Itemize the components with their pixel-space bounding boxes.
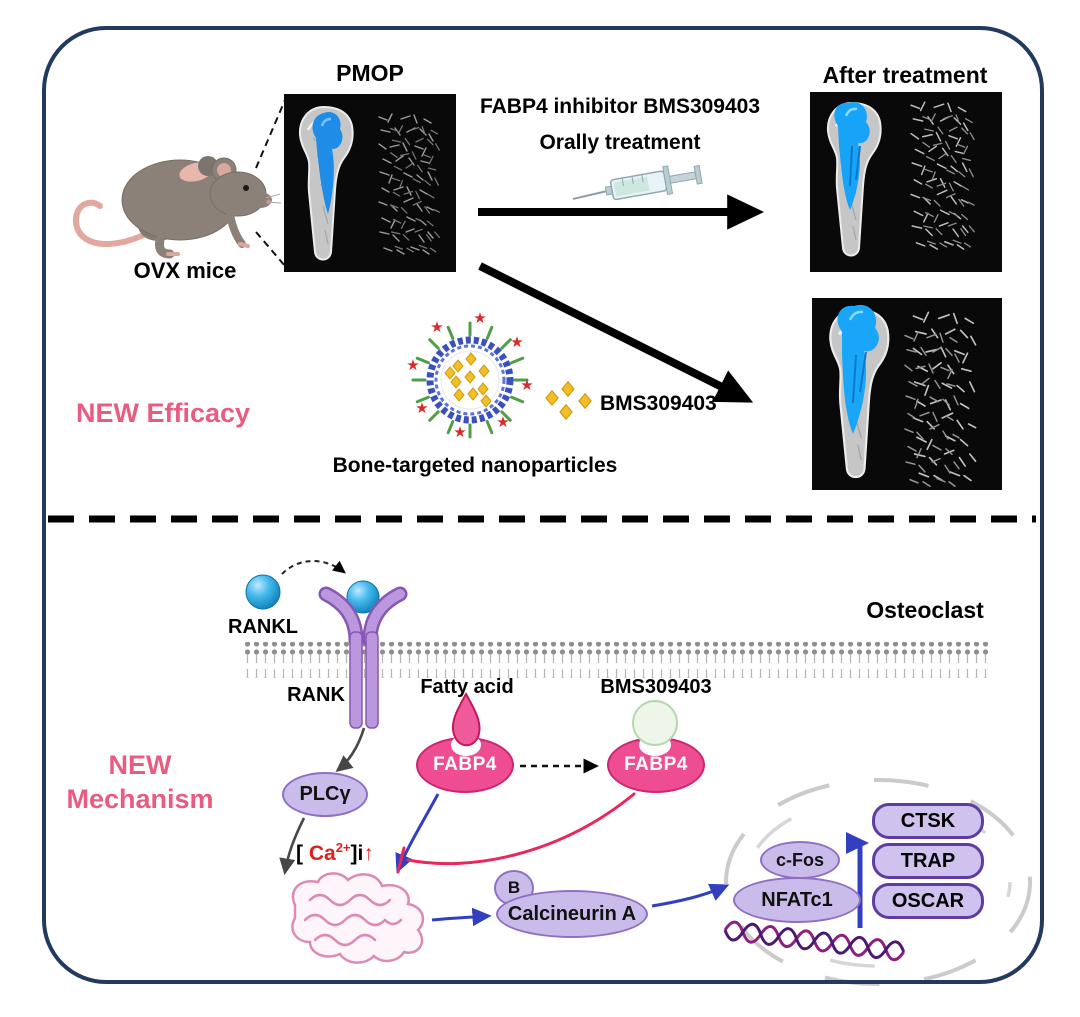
gene-trap: TRAP — [872, 843, 984, 879]
ca-ion: Ca — [308, 842, 336, 865]
svg-text:★: ★ — [496, 414, 509, 431]
treatment-line1-label: FABP4 inhibitor BMS309403 — [479, 95, 761, 118]
svg-text:★: ★ — [520, 377, 533, 394]
nuclear-envelope — [724, 778, 1032, 986]
gene-oscar: OSCAR — [872, 883, 984, 919]
after-treatment-panel-2 — [812, 298, 1002, 490]
nfatc1-node: NFATc1 — [733, 877, 861, 923]
after-treatment-label: After treatment — [822, 62, 988, 88]
fatty-acid-label: Fatty acid — [420, 676, 514, 698]
section-label-new-mechanism: NEW Mechanism — [50, 748, 230, 816]
osteoclast-label: Osteoclast — [866, 597, 984, 623]
plc-to-calcium-arrow — [279, 817, 306, 876]
nanoparticle-label: Bone-targeted nanoparticles — [332, 454, 618, 477]
pmop-microct-panel — [284, 94, 456, 272]
svg-text:★: ★ — [453, 424, 466, 441]
ca-bracket-close: ]i — [350, 842, 364, 865]
treatment-line2-label: Orally treatment — [539, 131, 701, 154]
er-organelle — [291, 872, 425, 964]
rankl-binding-arrow — [281, 560, 346, 575]
fabp4-to-er-arrow — [395, 793, 440, 874]
nano-drug-label: BMS309403 — [600, 392, 717, 415]
bms-drug-diamonds — [545, 381, 592, 420]
svg-text:★: ★ — [430, 319, 443, 336]
calcium-label: [ Ca2+]i↑ — [296, 840, 374, 866]
ovx-mouse-illustration — [73, 156, 282, 259]
section-label-new-efficacy: NEW Efficacy — [76, 398, 251, 428]
rankl-ligand-spheres — [245, 574, 380, 614]
plc-gamma-node: PLCγ — [282, 772, 368, 817]
gene-ctsk: CTSK — [872, 803, 984, 839]
rank-to-plc-arrow — [335, 727, 366, 772]
cfos-node: c-Fos — [760, 841, 840, 879]
fabp4-bound-node: FABP4 — [607, 737, 705, 793]
nanoparticle-illustration: ★ ★ ★ ★ ★ ★ ★ ★ — [406, 310, 533, 441]
transcription-arrow — [846, 832, 870, 928]
svg-text:★: ★ — [415, 400, 428, 417]
ca-superscript: 2+ — [335, 840, 351, 855]
mouse-to-pmop-connector — [255, 99, 286, 267]
ovx-mice-label: OVX mice — [133, 258, 237, 283]
rank-receptor — [318, 586, 408, 729]
fabp4-free-node: FABP4 — [416, 737, 514, 793]
after-treatment-panel-1 — [810, 92, 1002, 272]
new-mechanism-line1: NEW — [108, 750, 172, 780]
rank-label: RANK — [287, 684, 345, 706]
new-mechanism-line2: Mechanism — [66, 784, 214, 814]
svg-text:★: ★ — [473, 310, 486, 327]
syringe-icon — [572, 164, 703, 201]
bms-mechanism-label: BMS309403 — [600, 676, 712, 698]
calcineurin-to-nfatc1-arrow — [651, 883, 730, 908]
calcineurin-a-node: Calcineurin A — [496, 890, 648, 938]
nanoparticle-treatment-arrow — [478, 262, 754, 403]
dna-helix — [723, 920, 906, 962]
ca-up-arrow-icon: ↑ — [363, 842, 374, 865]
rankl-label: RANKL — [228, 616, 298, 638]
svg-text:★: ★ — [510, 334, 523, 351]
bms-inhibition-line — [396, 792, 636, 874]
pmop-label: PMOP — [336, 60, 404, 86]
er-to-calcineurin-arrow — [431, 907, 492, 927]
svg-text:★: ★ — [406, 357, 419, 374]
ca-bracket-open: [ — [296, 842, 309, 865]
